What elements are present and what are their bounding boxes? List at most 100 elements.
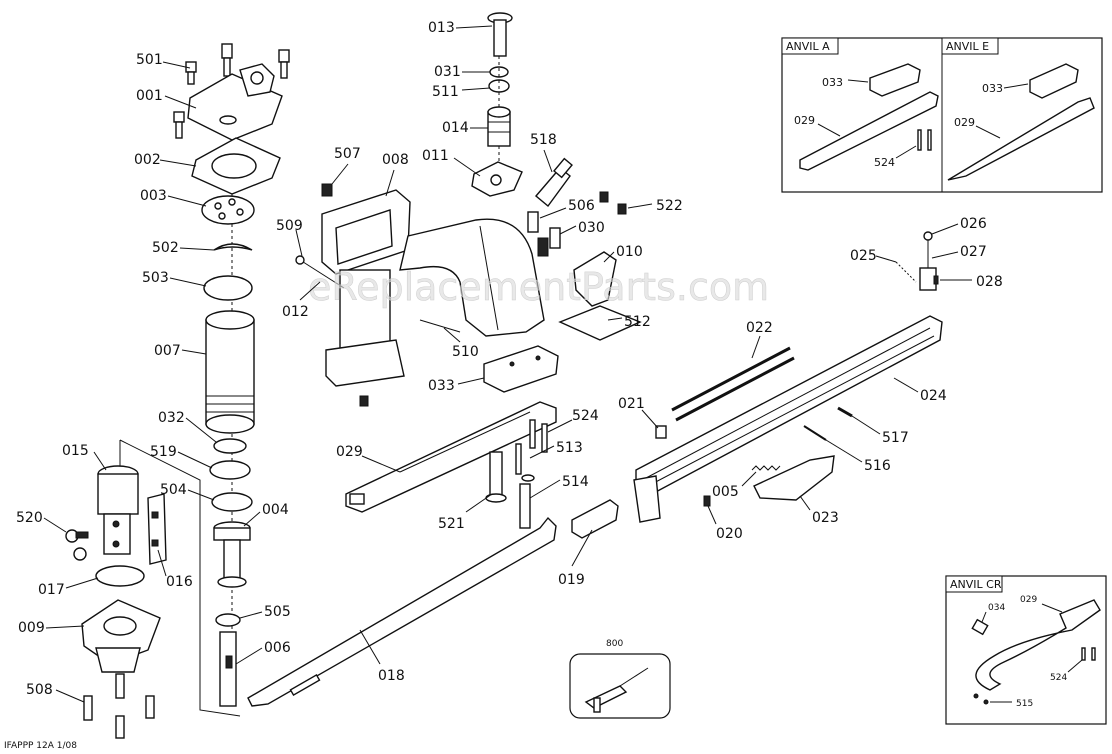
label-521: 521 [438,516,465,532]
part-017-o-ring [95,565,145,587]
anvil-a-label-524: 524 [874,156,895,169]
part-022-strip-b [675,356,795,422]
label-001: 001 [136,88,163,104]
label-506: 506 [568,198,595,214]
label-029: 029 [336,444,363,460]
inset-kit-800: 800 [569,639,671,719]
label-006: 006 [264,640,291,656]
label-028: 028 [976,274,1003,290]
part-032-washer [213,438,247,454]
label-507: 507 [334,146,361,162]
part-505-ring [215,613,241,627]
label-013: 013 [428,20,455,36]
part-003-plate [201,195,255,225]
label-027: 027 [960,244,987,260]
label-004: 004 [262,502,289,518]
anvil-a-pin-b [927,129,932,151]
label-030: 030 [578,220,605,236]
anvil-a-title: ANVIL A [786,40,830,53]
part-510-pin [419,319,461,333]
part-504-ring [211,492,253,512]
anvil-cr-pin-b [1091,647,1096,661]
label-015: 015 [62,443,89,459]
part-516-pin [803,425,827,441]
label-031: 031 [434,64,461,80]
part-011-cover [471,161,523,197]
part-517-pin [837,406,853,418]
part-019-clip [571,499,619,539]
label-516: 516 [864,458,891,474]
part-024-magazine [633,315,943,523]
guide-line-frame [119,439,241,717]
part-512-plate [558,305,642,341]
label-503: 503 [142,270,169,286]
part-507-plug [321,183,333,197]
anvil-cr-label-034: 034 [988,603,1005,613]
label-513: 513 [556,440,583,456]
part-513-washer [521,474,535,482]
part-021-nut [655,425,667,439]
label-003: 003 [140,188,167,204]
inset-anvil-cr: ANVIL CR 034 029 524 515 [945,575,1107,725]
part-030-spring [549,227,561,249]
anvil-cr-part-515-b [983,699,989,705]
label-020: 020 [716,526,743,542]
part-030-spring-b [537,237,549,257]
part-015-housing [97,465,139,555]
part-521-base [485,493,507,503]
part-018-pusher [247,516,557,707]
anvil-cr-label-029: 029 [1020,595,1037,605]
label-023: 023 [812,510,839,526]
part-025-spring [895,261,917,283]
part-010-trigger [573,251,617,307]
part-029-anvil [345,401,557,513]
label-510: 510 [452,344,479,360]
part-023-shoe [753,455,835,501]
part-508-screws [83,673,155,739]
label-008: 008 [382,152,409,168]
part-033-block [483,345,559,393]
part-502-clip [213,243,253,251]
part-013-stem [487,12,513,57]
part-513-pin [515,443,522,475]
part-028-latch [919,231,939,291]
label-508: 508 [26,682,53,698]
part-519-ring [209,460,251,480]
anvil-cr-part-515 [973,693,979,699]
label-511: 511 [432,84,459,100]
label-016: 016 [166,574,193,590]
anvil-a-block [869,63,921,97]
part-514-post [519,483,531,529]
anvil-cr-title: ANVIL CR [950,578,1002,591]
label-021: 021 [618,396,645,412]
anvil-cr-label-524: 524 [1050,673,1067,683]
part-009-base [81,599,161,673]
anvil-a-pin [917,129,922,151]
part-522-plug-b [617,203,627,215]
label-501: 501 [136,52,163,68]
label-019: 019 [558,572,585,588]
anvil-cr-part-034 [971,618,989,636]
part-012-pin [295,255,345,289]
anvil-a-label-033: 033 [822,76,843,89]
label-011: 011 [422,148,449,164]
kit-800-tool-handle [593,697,601,713]
anvil-a-label-029: 029 [794,114,815,127]
label-026: 026 [960,216,987,232]
kit-800-label: 800 [606,639,623,649]
label-517: 517 [882,430,909,446]
label-024: 024 [920,388,947,404]
anvil-cr-pin [1081,647,1086,661]
part-520-screws [65,529,89,561]
label-509: 509 [276,218,303,234]
label-005: 005 [712,484,739,500]
label-014: 014 [442,120,469,136]
part-521-post [489,451,503,499]
label-520: 520 [16,510,43,526]
label-032: 032 [158,410,185,426]
label-025: 025 [850,248,877,264]
anvil-e-label-029: 029 [954,116,975,129]
anvil-cr-bar [975,599,1101,691]
